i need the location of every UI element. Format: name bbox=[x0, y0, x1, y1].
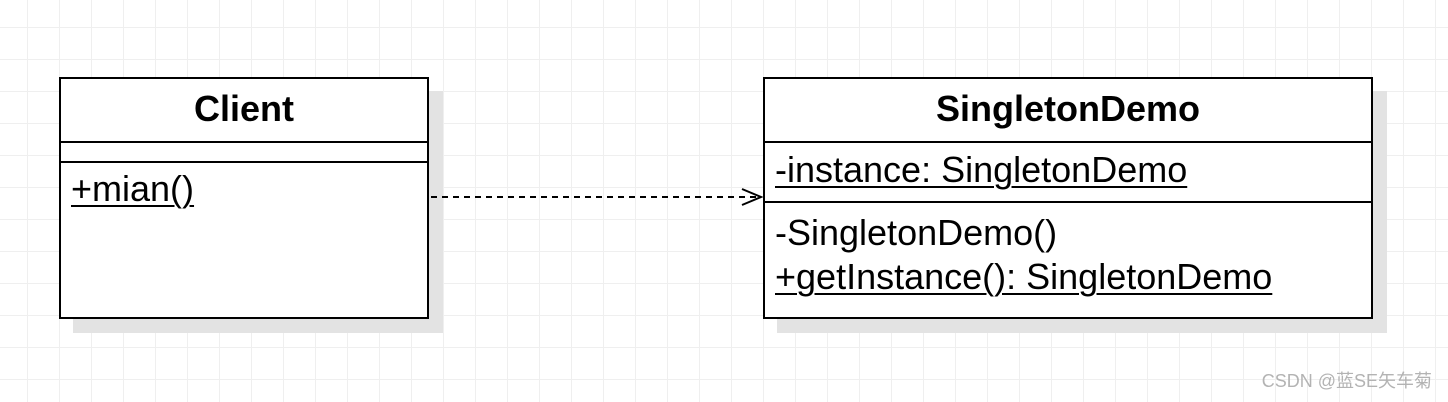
method-constructor: -SingletonDemo() bbox=[775, 212, 1058, 253]
class-name-client: Client bbox=[61, 79, 427, 143]
dependency-arrowhead bbox=[741, 188, 764, 206]
watermark: CSDN @蓝SE矢车菊 bbox=[1261, 371, 1432, 391]
attribute-instance: -instance: SingletonDemo bbox=[775, 149, 1188, 190]
method-get-instance: +getInstance(): SingletonDemo bbox=[775, 256, 1273, 297]
class-singleton-demo[interactable]: SingletonDemo -instance: SingletonDemo -… bbox=[763, 77, 1373, 319]
attributes-compartment-singleton-demo: -instance: SingletonDemo bbox=[765, 143, 1371, 203]
class-name-singleton-demo: SingletonDemo bbox=[765, 79, 1371, 143]
attributes-compartment-client bbox=[61, 143, 427, 163]
methods-compartment-client: +mian() bbox=[61, 163, 427, 211]
class-client[interactable]: Client +mian() bbox=[59, 77, 429, 319]
method-mian: +mian() bbox=[71, 168, 195, 209]
methods-compartment-singleton-demo: -SingletonDemo() +getInstance(): Singlet… bbox=[765, 203, 1371, 299]
